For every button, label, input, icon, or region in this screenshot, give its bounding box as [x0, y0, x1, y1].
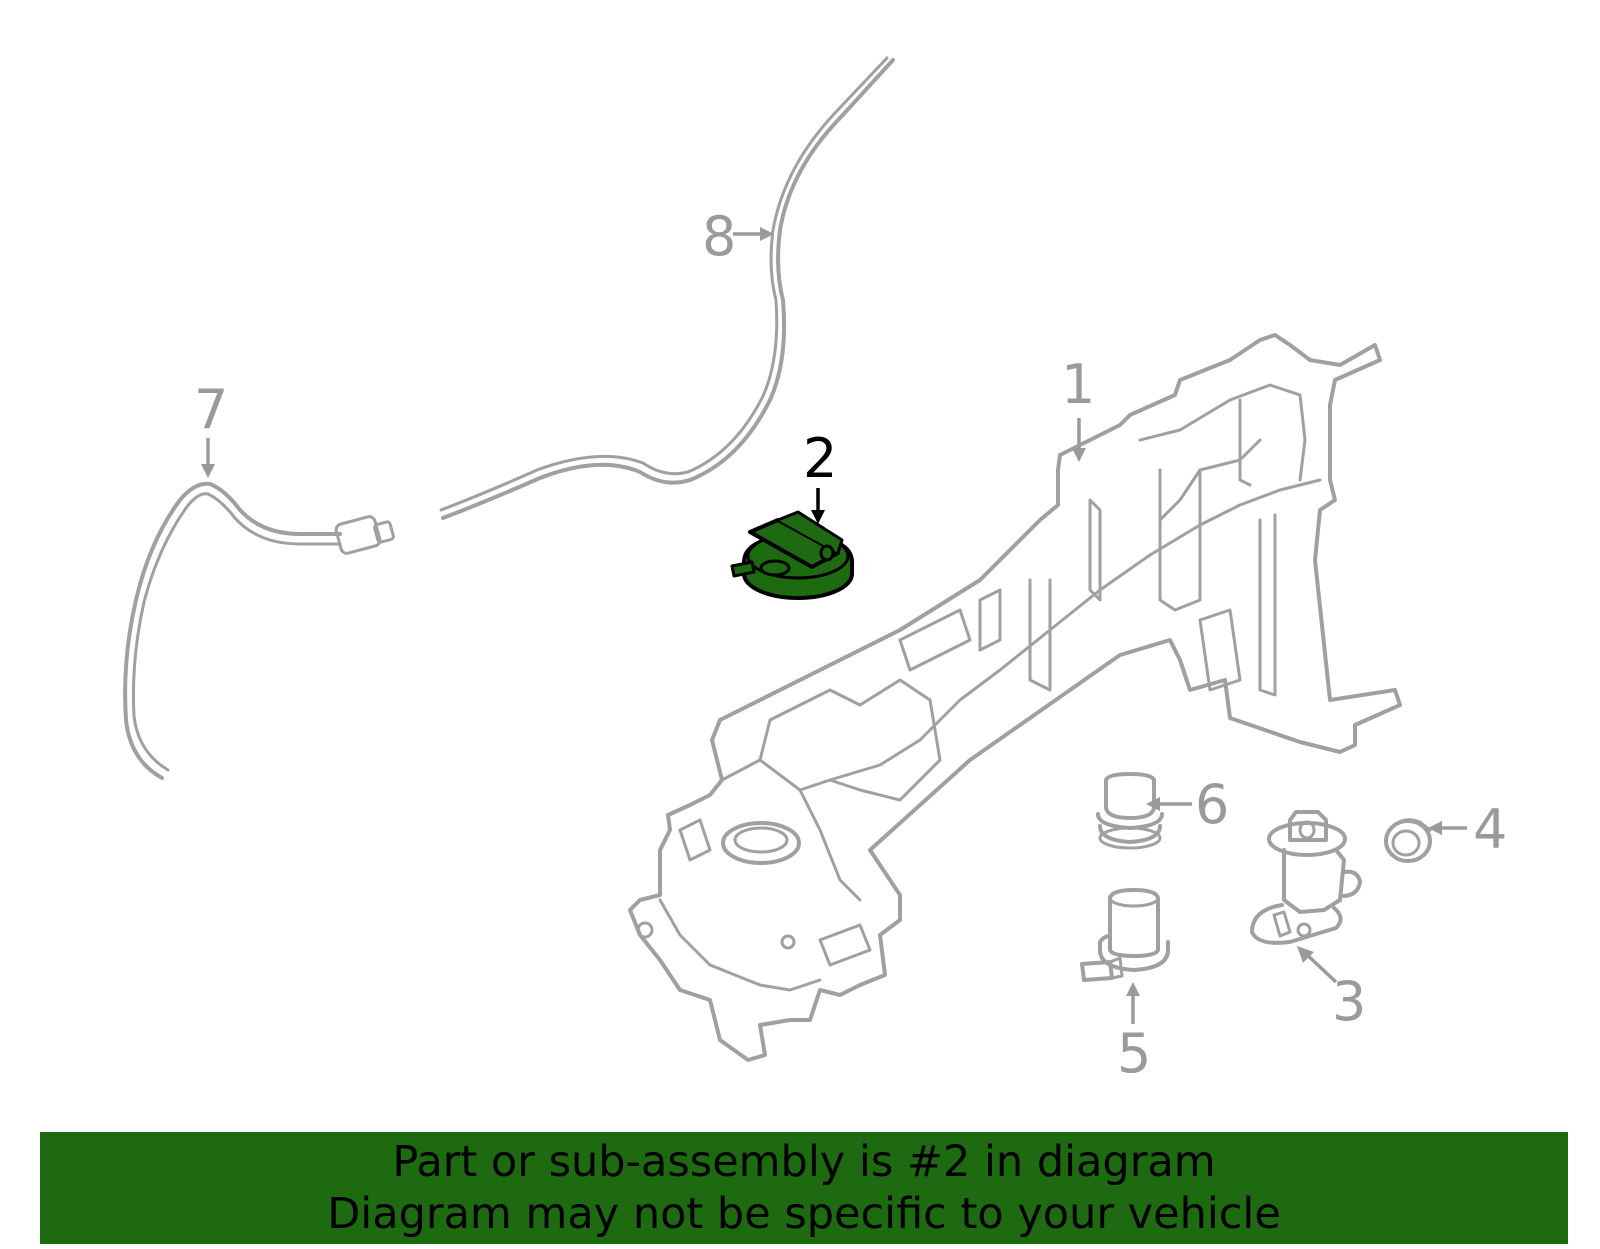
arrow-down-icon [201, 464, 215, 478]
callout-3: 3 [1297, 946, 1366, 1033]
callout-1: 1 [1061, 353, 1095, 462]
arrow-down-icon [811, 510, 825, 524]
callout-2-label: 2 [803, 427, 837, 490]
part-7-hose[interactable] [123, 481, 395, 780]
arrow-down-icon [1072, 448, 1086, 462]
callout-6: 6 [1146, 773, 1229, 836]
callout-6-label: 6 [1195, 773, 1229, 836]
part-6-valve[interactable] [1096, 772, 1164, 850]
callout-4-label: 4 [1473, 798, 1507, 861]
callout-8: 8 [702, 205, 774, 268]
part-1-reservoir[interactable] [628, 333, 1402, 1062]
callout-2: 2 [803, 427, 837, 524]
part-2-highlighted[interactable] [730, 510, 854, 600]
callout-3-label: 3 [1332, 970, 1366, 1033]
part-5-sensor[interactable] [1080, 888, 1170, 982]
footer-banner: Part or sub-assembly is #2 in diagram Di… [40, 1132, 1568, 1244]
callout-5-label: 5 [1117, 1022, 1151, 1085]
callout-7: 7 [194, 378, 228, 478]
part-3-pump[interactable] [1250, 810, 1362, 945]
callout-1-label: 1 [1061, 353, 1095, 416]
callout-5: 5 [1117, 982, 1151, 1085]
footer-line-1: Part or sub-assembly is #2 in diagram [392, 1137, 1216, 1187]
part-4-grommet[interactable] [1384, 818, 1432, 863]
callout-7-label: 7 [194, 378, 228, 441]
part-8-hose[interactable] [439, 56, 895, 520]
callout-8-label: 8 [702, 205, 736, 268]
arrow-right-icon [760, 227, 774, 241]
arrow-up-left-icon [1297, 946, 1314, 963]
callout-4: 4 [1428, 798, 1507, 861]
arrow-left-icon [1146, 797, 1160, 811]
footer-line-2: Diagram may not be specific to your vehi… [327, 1189, 1281, 1239]
arrow-left-icon [1428, 821, 1442, 835]
hose-connector-icon [334, 515, 395, 555]
arrow-up-icon [1126, 982, 1140, 996]
